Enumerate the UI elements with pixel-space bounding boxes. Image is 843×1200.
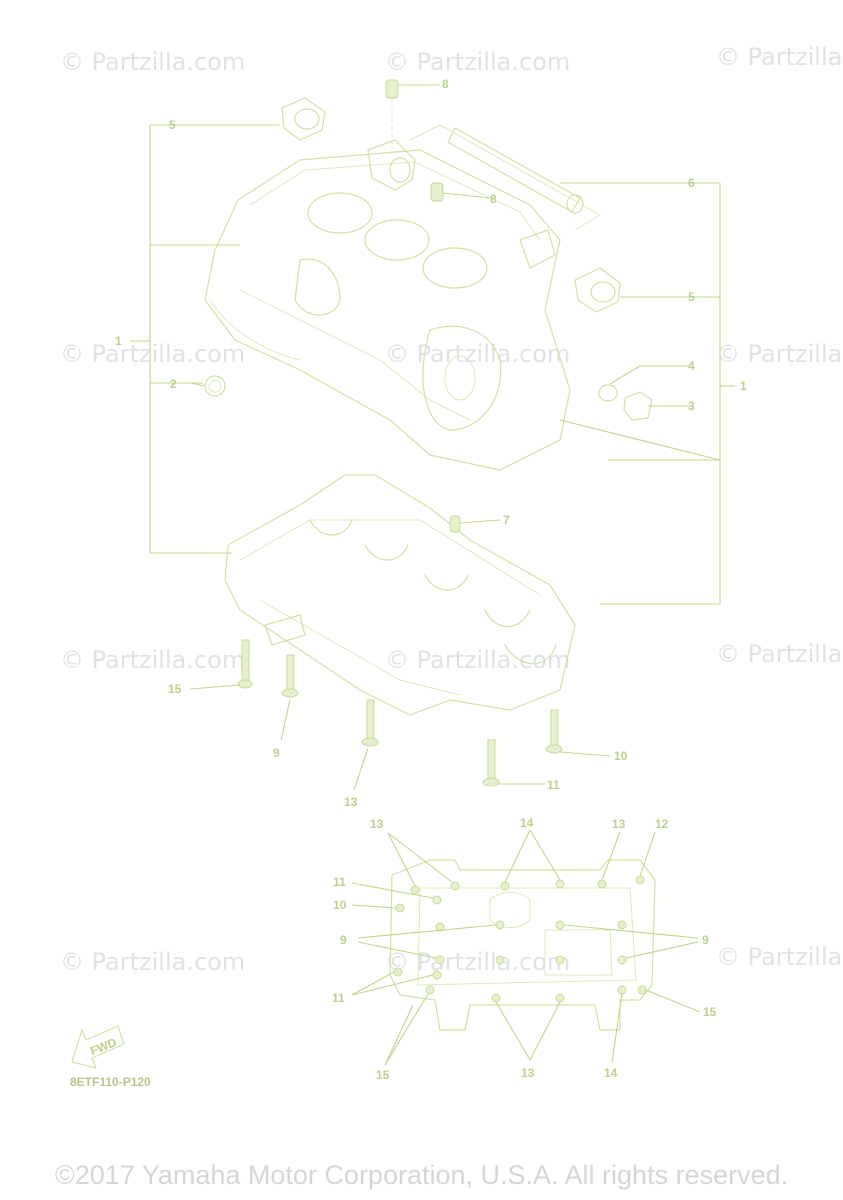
callout-8: 8 <box>490 192 497 206</box>
watermark-layer: © Partzilla.com © Partzilla.com © Partzi… <box>60 43 842 976</box>
detail-callout-10: 10 <box>333 898 347 912</box>
forward-arrow-icon: FWD <box>71 1025 125 1069</box>
watermark: © Partzilla.com <box>385 340 570 368</box>
leader-lines <box>130 84 735 791</box>
callout-6: 6 <box>688 176 695 190</box>
detail-callout-11: 11 <box>332 991 345 1005</box>
callout-11: 11 <box>547 778 560 792</box>
callout-10: 10 <box>614 749 628 763</box>
detail-callout-14: 14 <box>604 1066 618 1080</box>
detail-callout-15: 15 <box>703 1005 717 1019</box>
detail-callout-12: 12 <box>655 817 669 831</box>
watermark: © Partzilla.com <box>60 340 245 368</box>
watermark: © Partzilla <box>716 943 842 971</box>
detail-callout-13: 13 <box>521 1066 535 1080</box>
watermark: © Partzilla.com <box>385 646 570 674</box>
callout-8: 8 <box>442 77 449 91</box>
watermark: © Partzilla <box>716 340 842 368</box>
watermark: © Partzilla <box>716 640 842 668</box>
callout-1: 1 <box>740 379 747 393</box>
upper-crankcase-illustration <box>204 149 571 471</box>
diagram-code: 8ETF110-P120 <box>70 1075 151 1089</box>
detail-callout-15: 15 <box>376 1068 390 1082</box>
callout-13: 13 <box>344 795 358 809</box>
detail-callout-14: 14 <box>520 816 534 830</box>
callout-15: 15 <box>168 682 182 696</box>
callout-5: 5 <box>688 290 695 304</box>
bolt-pattern-detail <box>351 829 701 1066</box>
copyright-notice: ©2017 Yamaha Motor Corporation, U.S.A. A… <box>54 1160 789 1190</box>
fwd-label: FWD <box>88 1035 119 1058</box>
detail-callout-13: 13 <box>370 817 384 831</box>
watermark: © Partzilla.com <box>385 48 570 76</box>
small-parts-upper <box>204 79 653 421</box>
callout-5: 5 <box>169 118 176 132</box>
watermark: © Partzilla.com <box>60 948 245 976</box>
callout-3: 3 <box>688 399 695 413</box>
detail-callout-13: 13 <box>612 817 626 831</box>
watermark: © Partzilla.com <box>60 48 245 76</box>
callout-4: 4 <box>688 359 695 373</box>
watermark: © Partzilla <box>716 43 842 71</box>
callout-labels: 8 5 6 8 5 1 4 2 1 3 7 15 9 10 11 13 13 1… <box>115 77 747 1082</box>
callout-1: 1 <box>115 334 122 348</box>
detail-callout-9: 9 <box>340 933 347 947</box>
lower-crankcase-illustration <box>224 474 576 716</box>
watermark: © Partzilla.com <box>60 646 245 674</box>
detail-callout-9: 9 <box>702 933 709 947</box>
callout-2: 2 <box>170 377 177 391</box>
watermark: © Partzilla.com <box>385 948 570 976</box>
detail-callout-11: 11 <box>333 875 346 889</box>
bolts-exploded <box>237 639 563 787</box>
callout-7: 7 <box>503 513 510 527</box>
callout-9: 9 <box>273 746 280 760</box>
